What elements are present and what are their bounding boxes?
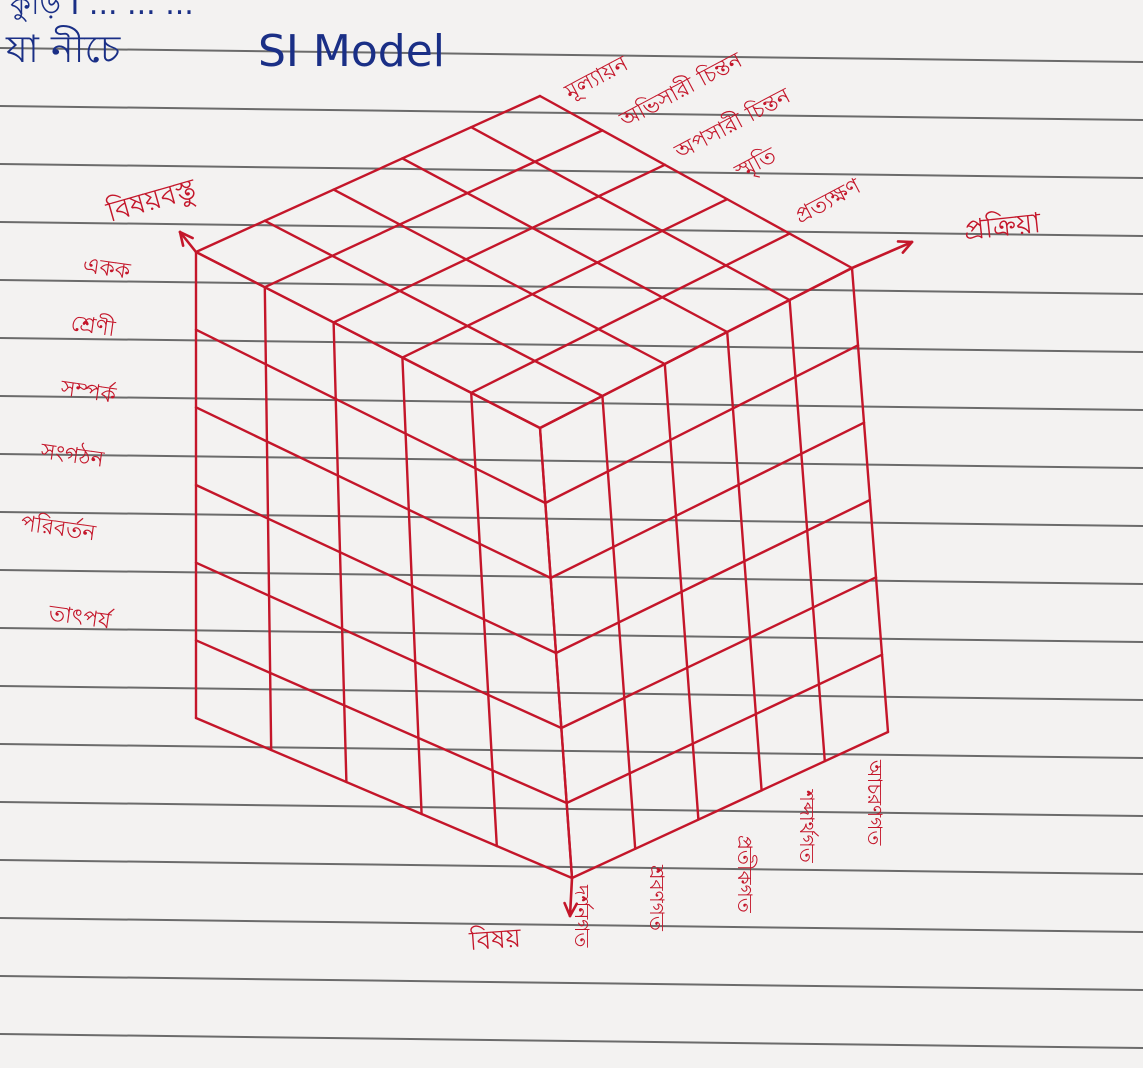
- notebook-rule-line: [0, 454, 1143, 468]
- lower-item-2: শ্রবণগত: [645, 864, 669, 932]
- cube-grid-line: [334, 190, 665, 364]
- cube-grid-line: [602, 396, 635, 849]
- cube-grid-line: [545, 345, 858, 503]
- content-axis-label: বিষয়বস্তু: [102, 172, 201, 231]
- cube-grid-line: [196, 407, 551, 578]
- content-item-4: স্মৃতি: [730, 142, 782, 187]
- notebook-rule-line: [0, 976, 1143, 990]
- notebook-rule-line: [0, 1034, 1143, 1048]
- cube-grid-line: [334, 165, 665, 323]
- notebook-rule-line: [0, 48, 1143, 62]
- cube-grid-line: [196, 252, 540, 428]
- cube-grid-line: [402, 358, 421, 814]
- cube-grid-line: [551, 423, 864, 578]
- cube-grid-line: [402, 158, 727, 332]
- notebook-rule-line: [0, 164, 1143, 178]
- model-title: SI Model: [258, 26, 445, 77]
- product-item-2: শ্রেণী: [69, 309, 118, 342]
- operation-arrow-head: [898, 241, 912, 242]
- cube-grid-line: [790, 300, 825, 761]
- cube-grid-line: [265, 221, 603, 396]
- notebook-rule-line: [0, 744, 1143, 758]
- notebook-rule-line: [0, 396, 1143, 410]
- cube-grid-line: [727, 332, 761, 790]
- cube-grid-line: [196, 485, 556, 653]
- notebook-rule-line: [0, 338, 1143, 352]
- lower-item-4: শব্দার্থগত: [795, 789, 819, 864]
- notebook-rule-line: [0, 686, 1143, 700]
- cube-grid-line: [402, 199, 727, 357]
- cube-grid-line: [196, 330, 545, 503]
- lower-item-3: প্রতীকগত: [733, 835, 757, 914]
- header-bengali-text: যা নীচে: [5, 25, 121, 71]
- cube-grid-line: [265, 130, 603, 287]
- product-item-1: একক: [81, 253, 132, 284]
- lower-item-5: আচরণগত: [863, 759, 887, 846]
- product-item-5: পরিবর্তন: [19, 509, 98, 546]
- lower-item-1: দর্শনগত: [570, 884, 594, 948]
- operation-arrow: [852, 242, 912, 268]
- cube-grid-line: [196, 563, 561, 728]
- product-item-3: সম্পর্ক: [58, 374, 118, 409]
- cube-grid-line: [561, 577, 876, 728]
- cube-grid-line: [540, 428, 572, 878]
- cube-grid-line: [567, 655, 882, 803]
- cube-grid-line: [196, 640, 567, 803]
- notebook-rule-line: [0, 280, 1143, 294]
- lower-axis-label: বিষয়: [467, 922, 522, 957]
- product-item-4: সংগঠন: [38, 437, 106, 473]
- cube-grid: [196, 96, 888, 878]
- notebook-rule-line: [0, 628, 1143, 642]
- cube-grid-line: [852, 268, 888, 732]
- header-top-line: কুড়ি I ... ... ...: [9, 0, 194, 22]
- operation-axis-label: প্রক্রিয়া: [962, 206, 1043, 247]
- notebook-rule-line: [0, 570, 1143, 584]
- content-item-1: মূল্যায়ন: [560, 51, 633, 106]
- notebook-rule-line: [0, 512, 1143, 526]
- cube-grid-line: [471, 234, 789, 393]
- product-item-6: তাৎপর্য: [46, 599, 116, 635]
- content-item-5: প্রত্যক্ষণ: [791, 174, 866, 229]
- cube-grid-line: [196, 718, 572, 878]
- cube-grid-line: [334, 322, 347, 782]
- cube-grid-line: [471, 127, 789, 300]
- cube-grid-line: [540, 96, 852, 268]
- notebook-rule-line: [0, 802, 1143, 816]
